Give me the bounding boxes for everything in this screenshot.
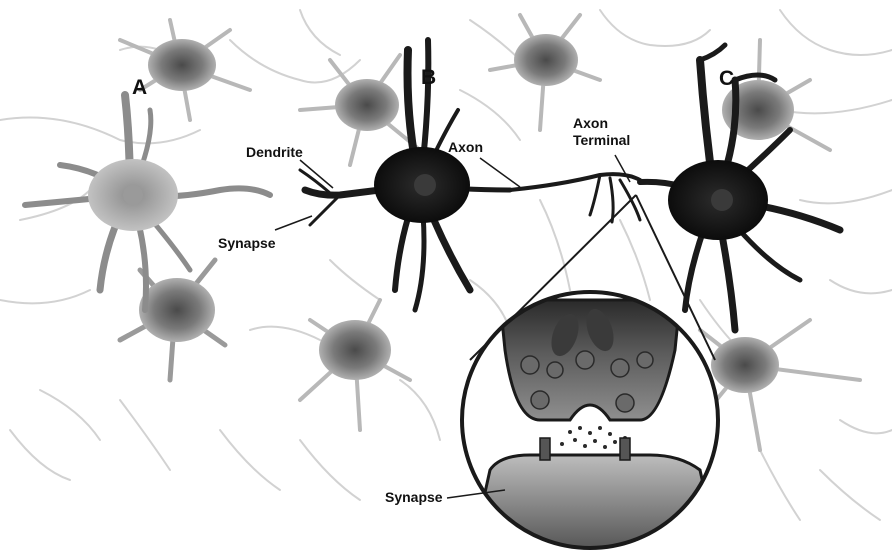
label-neuron-a: A (132, 76, 147, 99)
neuron-b (300, 40, 640, 310)
background-neuron-top-middle (300, 55, 420, 165)
background-neuron-top-left (120, 20, 250, 120)
label-axon-terminal-line1: Axon (573, 115, 608, 131)
neuron-a (25, 95, 270, 310)
postsynaptic-membrane (470, 455, 720, 550)
background-neuron-right-lower (700, 320, 860, 450)
label-synapse-inset: Synapse (385, 489, 443, 505)
label-dendrite: Dendrite (246, 144, 303, 160)
background-neuron-top-center (490, 15, 600, 130)
background-neuron-bottom-middle (300, 300, 410, 430)
label-synapse: Synapse (218, 235, 276, 251)
label-neuron-b: B (421, 66, 436, 89)
label-neuron-c: C (719, 67, 734, 90)
background-neuron-bottom-left (120, 260, 225, 380)
label-axon: Axon (448, 139, 483, 155)
label-axon-terminal-line2: Terminal (573, 132, 630, 148)
synapse-inset (460, 290, 720, 550)
